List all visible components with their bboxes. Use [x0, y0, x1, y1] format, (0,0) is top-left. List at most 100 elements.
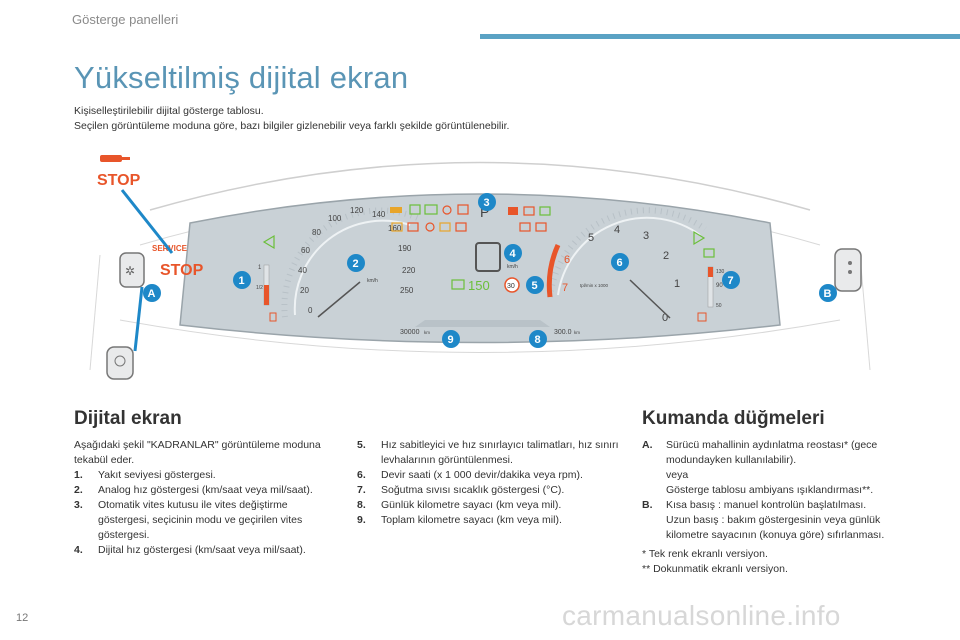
- warning-lamps-row: P: [390, 204, 551, 232]
- stop-label-service: STOP: [160, 262, 204, 279]
- list-item-9: 9.Toplam kilometre sayacı (km veya mil).: [357, 514, 562, 526]
- speed-unit-label: km/h: [367, 278, 378, 284]
- speed-limit-sign: [504, 277, 520, 293]
- cruise-control-icon: [451, 279, 465, 290]
- svg-text:9: 9: [448, 334, 454, 346]
- intro-text: Kişiselleştirilebilir dijital gösterge t…: [74, 104, 509, 134]
- svg-text:2: 2: [353, 258, 359, 270]
- svg-text:A: A: [148, 288, 156, 300]
- rpm-tick-1: 1: [674, 278, 680, 290]
- stop-label-top: STOP: [97, 172, 141, 189]
- trip-odometer-unit: km: [574, 330, 580, 335]
- list-item-5: 5.Hız sabitleyici ve hız sınırlayıcı tal…: [357, 439, 619, 466]
- speed-tick-140: 140: [372, 210, 386, 219]
- speed-needle: [317, 281, 361, 318]
- fuel-pump-icon: [269, 312, 277, 322]
- turn-left-icon: [262, 234, 275, 250]
- svg-text:1: 1: [239, 275, 245, 287]
- page-title: Yükseltilmiş dijital ekran: [74, 60, 409, 95]
- footnote-1: * Tek renk ekranlı versiyon.: [642, 548, 768, 560]
- lights-icon: [703, 248, 715, 258]
- list-item-2: 2.Analog hız göstergesi (km/saat veya mi…: [74, 484, 313, 496]
- callout-4: 4: [504, 244, 522, 262]
- digital-speed-box: [475, 242, 501, 272]
- callout-5: 5: [526, 276, 544, 294]
- callout-line-a: [133, 286, 144, 352]
- callout-1: 1: [233, 271, 251, 289]
- speed-tick-190: 190: [398, 244, 412, 253]
- speed-tick-60: 60: [301, 246, 310, 255]
- callout-6: 6: [611, 253, 629, 271]
- list-item-b: B.Kısa basış : manuel kontrolün başlatıl…: [642, 499, 885, 541]
- instrument-cluster-figure: 0 20 40 60 80 100 120 140 160 190 220 25…: [89, 155, 871, 380]
- steering-button-illustration: [106, 346, 134, 380]
- list-item-6: 6.Devir saati (x 1 000 devir/dakika veya…: [357, 469, 583, 481]
- cluster-screen: [179, 193, 781, 344]
- fuel-gauge: 1 1/2: [256, 264, 277, 322]
- trip-odometer: 300.0: [554, 329, 572, 336]
- svg-text:B: B: [824, 288, 832, 300]
- list-item-3: 3.Otomatik vites kutusu ile vites değişt…: [74, 499, 303, 541]
- callout-line-stop: [120, 189, 174, 254]
- speed-tick-160: 160: [388, 224, 402, 233]
- thermometer-icon: [697, 312, 707, 322]
- kumanda-dugmeleri-heading: Kumanda düğmeleri: [642, 408, 825, 429]
- rpm-tick-4: 4: [614, 224, 620, 236]
- svg-text:5: 5: [532, 280, 538, 292]
- left-column-text: Aşağıdaki şekil "KADRANLAR" görüntüleme …: [74, 438, 336, 558]
- callout-9: 9: [442, 330, 460, 348]
- temp-tick-130: 130: [716, 269, 725, 275]
- total-odometer-unit: km: [424, 330, 430, 335]
- svg-text:4: 4: [510, 248, 517, 260]
- list-item-8: 8.Günlük kilometre sayacı (km veya mil).: [357, 499, 562, 511]
- speed-tick-220: 220: [402, 266, 416, 275]
- temp-tick-50: 50: [716, 303, 722, 309]
- speed-tick-80: 80: [312, 228, 321, 237]
- section-header: Gösterge panelleri: [72, 12, 179, 27]
- callout-b: B: [819, 284, 837, 302]
- header-rule: [480, 34, 960, 39]
- svg-text:3: 3: [484, 197, 490, 209]
- rpm-tick-5: 5: [588, 232, 594, 244]
- temp-tick-90: 90: [716, 283, 723, 289]
- list-item-4: 4.Dijital hız göstergesi (km/saat veya m…: [74, 544, 306, 556]
- speed-tick-0: 0: [308, 306, 313, 315]
- total-odometer: 30000: [400, 329, 420, 336]
- rpm-needle: [629, 279, 671, 319]
- rpm-tick-6: 6: [564, 254, 570, 266]
- fuel-tick-full: 1: [258, 265, 262, 271]
- button-a-illustration: ✲: [119, 252, 145, 288]
- left-column-intro: Aşağıdaki şekil "KADRANLAR" görüntüleme …: [74, 439, 321, 466]
- svg-text:6: 6: [617, 257, 623, 269]
- tachometer: 7 6 5 4 3 2 1 0 tpl/min x 1000: [546, 207, 707, 324]
- fuel-tick-half: 1/2: [256, 285, 263, 291]
- speed-tick-120: 120: [350, 206, 364, 215]
- speed-tick-100: 100: [328, 214, 342, 223]
- intro-line-1: Kişiselleştirilebilir dijital gösterge t…: [74, 105, 264, 117]
- rpm-tick-2: 2: [663, 250, 669, 262]
- middle-column-text: 5.Hız sabitleyici ve hız sınırlayıcı tal…: [357, 438, 625, 528]
- svg-text:7: 7: [728, 275, 734, 287]
- callout-a: A: [143, 284, 161, 302]
- button-b-illustration: [834, 248, 862, 292]
- road-graphic: [415, 320, 550, 327]
- watermark: carmanualsonline.info: [562, 600, 841, 631]
- gear-indicator: P: [480, 204, 489, 220]
- speed-tick-40: 40: [298, 266, 307, 275]
- digital-speed-value: 150: [468, 278, 490, 293]
- coolant-temp-gauge: 130 90 50: [697, 266, 725, 322]
- list-item-1: 1.Yakıt seviyesi göstergesi.: [74, 469, 216, 481]
- footnote-2: ** Dokunmatik ekranlı versiyon.: [642, 563, 788, 575]
- callout-3: 3: [478, 193, 496, 211]
- speedometer: 0 20 40 60 80 100 120 140 160 190 220 25…: [281, 206, 422, 318]
- rpm-unit-label: tpl/min x 1000: [580, 283, 609, 288]
- dijital-ekran-heading: Dijital ekran: [74, 408, 182, 429]
- callout-7: 7: [722, 271, 740, 289]
- callout-8: 8: [529, 330, 547, 348]
- digital-speed-unit: km/h: [507, 264, 518, 270]
- rpm-tick-3: 3: [643, 230, 649, 242]
- right-column-text: A.Sürücü mahallinin aydınlatma reostası*…: [642, 438, 912, 577]
- rpm-tick-0: 0: [662, 312, 668, 324]
- list-item-a: A.Sürücü mahallinin aydınlatma reostası*…: [642, 439, 878, 496]
- svg-text:8: 8: [535, 334, 541, 346]
